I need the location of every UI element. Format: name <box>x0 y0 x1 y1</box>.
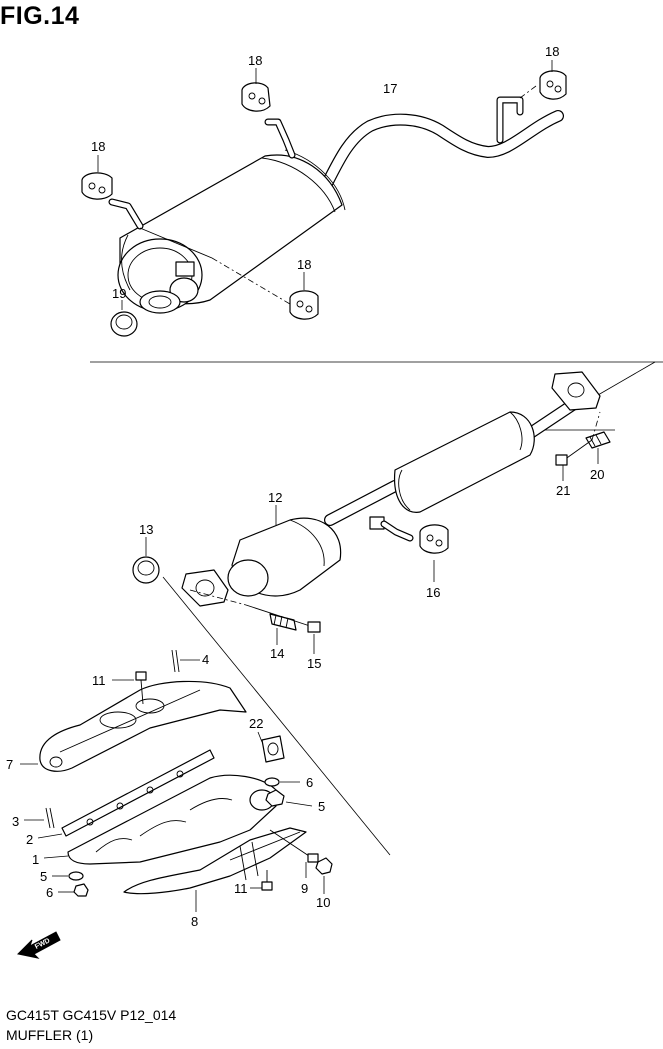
callout-13: 13 <box>139 522 153 537</box>
callout-18-d: 18 <box>297 257 311 272</box>
washer-5-left <box>52 871 84 881</box>
hanger-18-c-dashed-guide <box>519 85 537 99</box>
callout-14: 14 <box>270 646 284 661</box>
stud-4 <box>171 649 200 673</box>
nut-5-right <box>265 789 313 807</box>
callout-4: 4 <box>202 652 209 667</box>
gasket-19 <box>110 300 138 337</box>
callout-2: 2 <box>26 832 33 847</box>
bolt-21-dashed-guide <box>591 411 601 441</box>
bolt-21 <box>555 439 593 481</box>
spring-14 <box>269 613 297 645</box>
rubber-hanger-16 <box>419 524 449 582</box>
bolt-11-lower <box>250 870 273 891</box>
muffler-12-body <box>108 118 346 314</box>
hanger-18-d-dashed-guide <box>211 257 291 305</box>
bolt-9 <box>269 829 319 878</box>
figure-name: MUFFLER (1) <box>6 1027 94 1043</box>
rubber-hanger-18-c <box>539 60 567 100</box>
rubber-hanger-18-b <box>81 155 113 200</box>
callout-18-b: 18 <box>91 139 105 154</box>
callout-17: 17 <box>383 81 397 96</box>
callout-11-upper: 11 <box>92 673 106 688</box>
nut-6-left <box>58 883 89 897</box>
heat-cover-lower-8 <box>123 827 307 912</box>
tail-pipe-17 <box>310 96 564 211</box>
bolt-11-upper <box>112 671 147 705</box>
callout-6-left: 6 <box>46 885 53 900</box>
section-divider-center-top <box>597 361 656 396</box>
figure-title: FIG.14 <box>0 2 80 30</box>
rubber-hanger-18-a <box>241 68 271 112</box>
callout-7: 7 <box>6 757 13 772</box>
exhaust-manifold-1 <box>43 774 277 865</box>
bolt-15-dashed-guide <box>189 589 247 606</box>
callout-10: 10 <box>316 895 330 910</box>
bolt-15 <box>245 604 321 654</box>
callout-5-left: 5 <box>40 869 47 884</box>
callout-21: 21 <box>556 483 570 498</box>
stud-3 <box>24 807 55 829</box>
callout-5-right: 5 <box>318 799 325 814</box>
section-divider-center <box>162 576 391 856</box>
callout-8: 8 <box>191 914 198 929</box>
gasket-22 <box>257 731 285 763</box>
callout-22: 22 <box>249 716 263 731</box>
callout-11-lower: 11 <box>234 881 248 896</box>
fwd-arrow-icon: FWD <box>16 931 61 959</box>
heat-cover-upper-7 <box>20 680 247 772</box>
callout-18-c: 18 <box>545 44 559 59</box>
callout-18-a: 18 <box>248 53 262 68</box>
spring-20 <box>585 431 611 464</box>
callout-15: 15 <box>307 656 321 671</box>
figure-code: GC415T GC415V P12_014 <box>6 1007 177 1023</box>
callout-3: 3 <box>12 814 19 829</box>
callout-19: 19 <box>112 286 126 301</box>
callout-12: 12 <box>268 490 282 505</box>
callout-1: 1 <box>32 852 39 867</box>
rubber-hanger-18-d <box>289 272 319 320</box>
callout-9: 9 <box>301 881 308 896</box>
center-pipe-12 <box>181 371 601 607</box>
callout-6-right: 6 <box>306 775 313 790</box>
gasket-13 <box>132 537 160 584</box>
nut-10 <box>315 857 333 894</box>
callout-16: 16 <box>426 585 440 600</box>
callout-20: 20 <box>590 467 604 482</box>
washer-6-right <box>264 777 300 787</box>
gasket-2 <box>37 749 215 839</box>
